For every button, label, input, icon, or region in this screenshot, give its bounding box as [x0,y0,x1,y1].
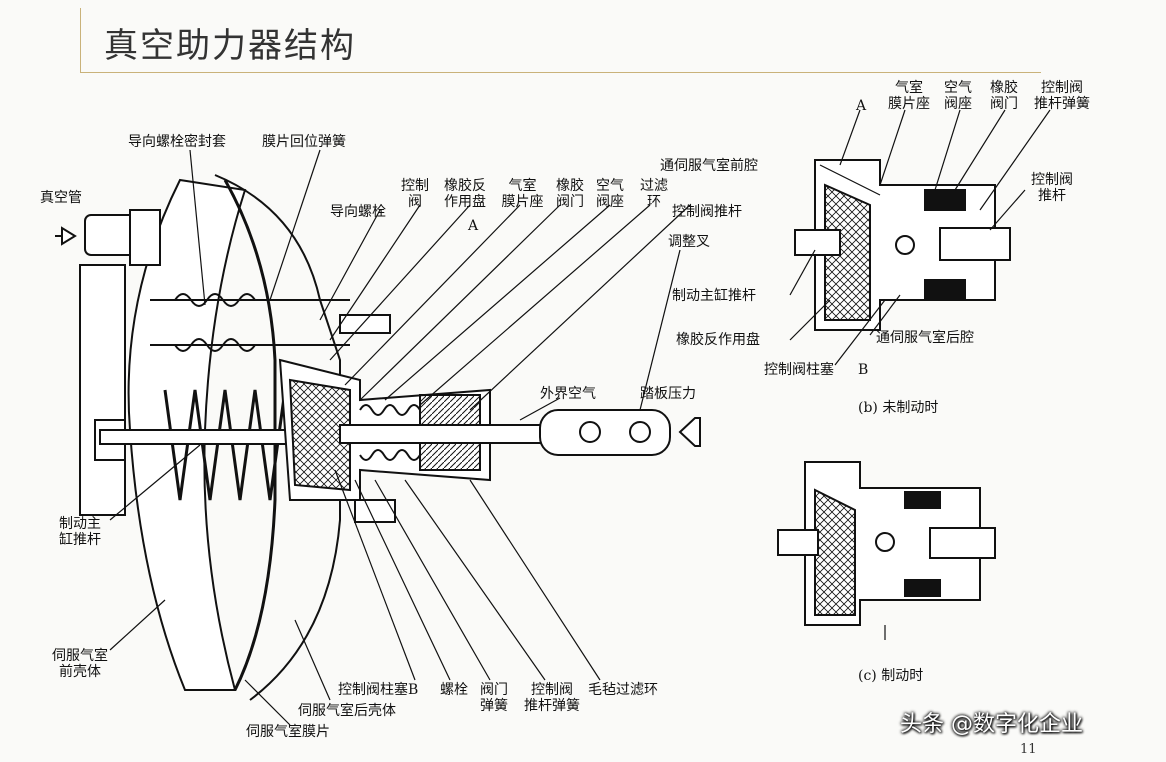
detail-b-master-push-rod: 制动主缸推杆 [672,288,756,304]
label-air-chamber-seat: 气室膜片座 [501,178,544,210]
label-filter-ring: 过滤环 [640,178,668,210]
label-guide-bolt-seal: 导向螺栓密封套 [128,134,226,150]
label-vacuum-pipe: 真空管 [40,190,82,206]
label-control-valve: 控制阀 [401,178,429,210]
detail-b-air-chamber-seat: 气室膜片座 [888,80,930,112]
detail-b-diagram [789,109,1051,366]
label-guide-bolt: 导向螺栓 [330,204,386,220]
detail-b-control-valve-push-rod: 控制阀推杆 [1031,172,1073,204]
label-adjusting-fork: 调整叉 [668,234,710,250]
label-control-valve-plunger-b: 控制阀柱塞B [338,682,419,698]
label-rubber-valve-gate: 橡胶阀门 [556,178,584,210]
detail-b-marker-a: A [856,98,867,114]
title-bar [80,8,1041,73]
label-front-housing: 伺服气室前壳体 [52,648,108,680]
page-number: 11 [1020,742,1037,757]
detail-c-diagram [777,461,996,640]
label-valve-spring: 阀门弹簧 [480,682,508,714]
detail-b-marker-b: B [858,362,869,378]
detail-b-plunger: 控制阀柱塞 [764,362,834,378]
label-diaphragm: 伺服气室膜片 [246,724,330,740]
label-bolt: 螺栓 [440,682,468,698]
detail-b-front-chamber: 通伺服气室前腔 [660,158,758,174]
detail-b-caption: (b) 未制动时 [858,400,939,416]
label-air-valve-seat: 空气阀座 [596,178,624,210]
label-push-rod-spring: 控制阀推杆弹簧 [524,682,580,714]
page-title: 真空助力器结构 [104,26,356,66]
watermark: 头条 @数字化企业 [900,712,1083,737]
label-master-cyl-push-rod: 制动主缸推杆 [59,516,101,548]
label-rubber-reaction-disc: 橡胶反作用盘 [444,178,486,210]
label-felt-filter-ring: 毛毡过滤环 [588,682,658,698]
detail-b-rubber-valve: 橡胶阀门 [990,80,1018,112]
label-diaphragm-return-spring: 膜片回位弹簧 [262,134,346,150]
diaphragm-shape [223,179,277,691]
label-rear-housing: 伺服气室后壳体 [298,703,396,719]
detail-c-caption: (c) 制动时 [858,668,924,684]
detail-b-rear-chamber: 通伺服气室后腔 [876,330,974,346]
detail-b-air-valve-seat: 空气阀座 [944,80,972,112]
label-control-valve-push-rod: 控制阀推杆 [672,204,742,220]
label-outside-air: 外界空气 [540,386,596,402]
detail-b-rubber-reaction-disc: 橡胶反作用盘 [676,332,760,348]
detail-b-push-rod-spring: 控制阀推杆弹簧 [1034,80,1090,112]
label-pedal-force: 踏板压力 [640,386,696,402]
label-marker-a: A [468,218,479,234]
